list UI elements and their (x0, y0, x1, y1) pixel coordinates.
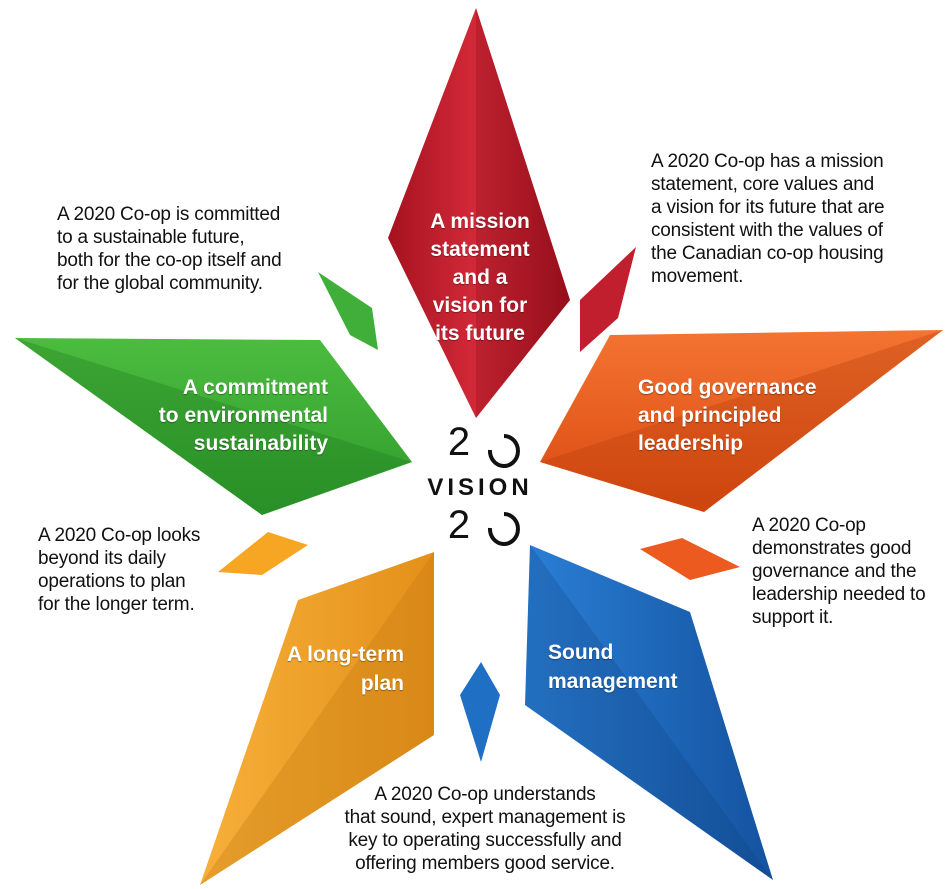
star-point-mission (388, 8, 570, 418)
small-diamond-orange (640, 538, 740, 580)
small-diamond-blue (460, 662, 500, 762)
star-point-plan-shade (200, 552, 434, 885)
environment-description: A 2020 Co-op is committed to a sustainab… (57, 204, 282, 294)
star-point-environment (15, 338, 412, 515)
logo-word: VISION (427, 474, 533, 501)
star-point-management (525, 545, 773, 880)
management-label: Sound management (548, 641, 678, 693)
star-point-environment-shade (15, 338, 412, 515)
logo-ring-top (487, 434, 520, 468)
small-diamond-green (318, 272, 378, 350)
plan-label: A long-term plan (286, 643, 404, 695)
governance-label: Good governance and principled leadershi… (638, 376, 817, 455)
star-point-governance-shade (540, 330, 943, 512)
small-diamond-yellow (218, 532, 308, 575)
mission-label: A mission statement and a vision for its… (430, 210, 530, 345)
governance-description: A 2020 Co-op demonstrates good governanc… (752, 515, 926, 628)
plan-description: A 2020 Co-op looks beyond its daily oper… (38, 525, 201, 615)
small-diamond-red (580, 247, 636, 352)
logo-bottom-digit: 2 (447, 503, 471, 547)
star-point-plan (200, 552, 434, 885)
environment-label: A commitment to environmental sustainabi… (158, 376, 328, 455)
star-point-management-shade (525, 545, 773, 880)
mission-description: A 2020 Co-op has a mission statement, co… (651, 151, 885, 287)
logo-ring-bottom (487, 512, 520, 546)
logo-top-digit: 2 (447, 420, 471, 464)
star-point-mission-shade (476, 8, 570, 418)
star-point-governance (540, 330, 943, 512)
management-description: A 2020 Co-op understands that sound, exp… (344, 784, 626, 874)
